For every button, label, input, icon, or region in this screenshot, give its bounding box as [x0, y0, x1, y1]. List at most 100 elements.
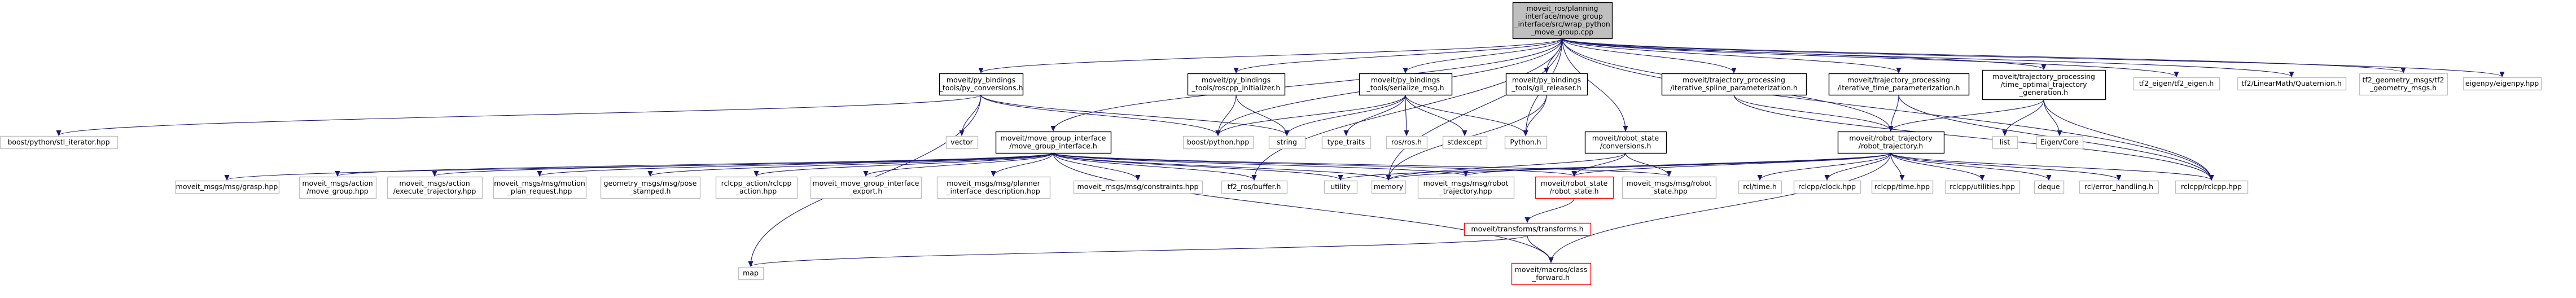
node-totg[interactable]: moveit/trajectory_processing/time_optima… [1982, 69, 2106, 100]
node-rt_msg[interactable]: moveit_msgs/msg/robot_trajectory.hpp [1417, 176, 1515, 199]
edge-robot_traj-to-rclcpp_clock [1827, 152, 1891, 180]
edge-root-to-rs_conv [1562, 38, 1626, 131]
edge-robot_traj-to-rclcpp_util [1890, 152, 1982, 180]
node-list[interactable]: list [1992, 135, 2018, 150]
edge-totg-to-eigen_core [2043, 99, 2060, 135]
node-label-act_mg-line-0: moveit_msgs/action [302, 179, 373, 187]
node-rclcpp_util[interactable]: rclcpp/utilities.hpp [1944, 180, 2021, 194]
node-stdexcept[interactable]: stdexcept [1442, 135, 1488, 150]
node-label-eigenpy-line-0: eigenpy/eigenpy.hpp [2465, 79, 2539, 87]
edge-root-to-itp [1562, 38, 1899, 73]
node-serialize_msg[interactable]: moveit/py_bindings_tools/serialize_msg.h [1359, 73, 1453, 96]
edge-totg-to-rclcpp_h [2043, 99, 2211, 180]
node-act_et[interactable]: moveit_msgs/action/execute_trajectory.hp… [387, 176, 483, 199]
node-tf2_geom[interactable]: tf2_geometry_msgs/tf2_geometry_msgs.h [2359, 73, 2448, 96]
node-eigenpy[interactable]: eigenpy/eigenpy.hpp [2463, 77, 2542, 91]
node-grasp[interactable]: moveit_msgs/msg/grasp.hpp [174, 180, 280, 194]
node-utility[interactable]: utility [1324, 180, 1358, 194]
node-tf2_buffer[interactable]: tf2_ros/buffer.h [1221, 180, 1288, 194]
node-label-rs_h-line-1: /robot_state.h [1549, 187, 1598, 195]
node-box-tf2_geom [2359, 73, 2448, 96]
node-rcl_err[interactable]: rcl/error_handling.h [2079, 180, 2159, 194]
node-vector[interactable]: vector [945, 135, 979, 150]
node-tf2_eigen[interactable]: tf2_eigen/tf2_eigen.h [2133, 77, 2220, 91]
edge-gil_release-to-python_h [1526, 94, 1547, 135]
node-root[interactable]: moveit_ros/planning_interface/move_group… [1512, 2, 1613, 40]
node-gil_release[interactable]: moveit/py_bindings_tools/gil_releaser.h [1505, 73, 1588, 96]
node-label-rclcpp_time-line-0: rclcpp/time.hpp [1874, 182, 1930, 191]
node-label-root-line-3: _move_group.cpp [1531, 28, 1593, 36]
node-rclcpp_clock[interactable]: rclcpp/clock.hpp [1793, 180, 1861, 194]
node-rcl_time[interactable]: rcl/time.h [1738, 180, 1782, 194]
node-label-itp-line-1: /iterative_time_parameterization.h [1838, 84, 1960, 92]
node-mgi_export[interactable]: moveit_move_group_interface_export.h [810, 176, 922, 199]
node-box-utility [1324, 180, 1358, 194]
node-box-rs_msg [1622, 176, 1717, 199]
node-rclcpp_act[interactable]: rclcpp_action/rclcpp_action.hpp [715, 176, 798, 199]
node-label-vector-line-0: vector [950, 138, 974, 146]
node-ros_h[interactable]: ros/ros.h [1386, 135, 1428, 150]
node-label-mpr-line-1: _plan_request.hpp [507, 187, 572, 195]
node-label-utility-line-0: utility [1330, 182, 1351, 191]
node-pid[interactable]: moveit_msgs/msg/planner_interface_descri… [936, 176, 1051, 199]
node-box-rt_msg [1417, 176, 1515, 199]
node-mgi[interactable]: moveit/move_group_interface/move_group_i… [995, 131, 1112, 154]
node-rclcpp_time[interactable]: rclcpp/time.hpp [1871, 180, 1934, 194]
node-tf2_lmq[interactable]: tf2/LinearMath/Quaternion.h [2237, 77, 2347, 91]
node-isp[interactable]: moveit/trajectory_processing/iterative_s… [1661, 73, 1807, 96]
node-label-robot_traj-line-0: moveit/robot_trajectory [1849, 134, 1933, 142]
node-label-class_fwd-line-0: moveit/macros/class [1515, 265, 1587, 274]
node-label-rs_h-line-0: moveit/robot_state [1541, 179, 1608, 187]
node-rs_h[interactable]: moveit/robot_state/robot_state.h [1535, 176, 1614, 199]
edge-mgi-to-tf2_buffer [1053, 152, 1254, 180]
node-class_fwd[interactable]: moveit/macros/class_forward.h [1511, 262, 1592, 286]
edge-robot_traj-to-rcl_err [1890, 152, 2119, 180]
node-py_conv[interactable]: moveit/py_bindings_tools/py_conversions.… [939, 73, 1024, 96]
edge-py_conv-to-stl_iter [59, 94, 982, 135]
node-robot_traj[interactable]: moveit/robot_trajectory/robot_trajectory… [1837, 131, 1945, 154]
node-type_traits[interactable]: type_traits [1321, 135, 1372, 150]
node-label-rs_conv-line-0: moveit/robot_state [1592, 134, 1659, 142]
edge-mgi-to-mpr [540, 152, 1054, 176]
node-rs_conv[interactable]: moveit/robot_state/conversions.h [1584, 131, 1667, 154]
node-string[interactable]: string [1268, 135, 1306, 150]
node-roscpp_init[interactable]: moveit/py_bindings_tools/roscpp_initiali… [1187, 73, 1286, 96]
node-python_h[interactable]: Python.h [1504, 135, 1548, 150]
node-box-rclcpp_time [1871, 180, 1934, 194]
node-rs_msg[interactable]: moveit_msgs/msg/robot_state.hpp [1622, 176, 1717, 199]
edge-totg-to-robot_traj [1891, 99, 2044, 131]
node-rclcpp_h[interactable]: rclcpp/rclcpp.hpp [2175, 180, 2249, 194]
edge-py_conv-to-boost_py [980, 94, 1218, 135]
node-box-itp [1828, 73, 1970, 96]
node-memory[interactable]: memory [1371, 180, 1407, 194]
node-box-rcl_err [2079, 180, 2159, 194]
node-boost_py[interactable]: boost/python.hpp [1182, 135, 1254, 150]
node-box-root [1512, 2, 1613, 40]
node-label-ros_h-line-0: ros/ros.h [1391, 138, 1422, 146]
node-box-py_conv [939, 73, 1024, 96]
node-box-grasp [174, 180, 280, 194]
edge-root-to-eigenpy [1562, 38, 2502, 77]
node-constraints[interactable]: moveit_msgs/msg/constraints.hpp [1073, 180, 1203, 194]
node-label-mgi_export-line-1: _export.h [849, 187, 883, 195]
node-mpr[interactable]: moveit_msgs/msg/motion_plan_request.hpp [493, 176, 587, 199]
edge-py_conv-to-vector [962, 94, 982, 135]
node-eigen_core[interactable]: Eigen/Core [2036, 135, 2084, 150]
node-stl_iter[interactable]: boost/python/stl_iterator.hpp [0, 135, 119, 150]
node-label-mgi-line-0: moveit/move_group_interface [1001, 134, 1106, 142]
node-label-eigen_core-line-0: Eigen/Core [2040, 138, 2079, 146]
node-act_mg[interactable]: moveit_msgs/action/move_group.hpp [299, 176, 377, 199]
node-label-tf2_eigen-line-0: tf2_eigen/tf2_eigen.h [2139, 79, 2214, 87]
node-label-rs_msg-line-1: _state.hpp [1650, 187, 1688, 195]
node-itp[interactable]: moveit/trajectory_processing/iterative_t… [1828, 73, 1970, 96]
nodes-layer: moveit_ros/planning_interface/move_group… [0, 2, 2542, 286]
edge-totg-to-list [2005, 99, 2044, 135]
node-box-python_h [1504, 135, 1548, 150]
edge-mgi-to-rs_msg [1053, 152, 1669, 176]
node-label-totg-line-0: moveit/trajectory_processing [1992, 72, 2095, 81]
node-pose_st[interactable]: geometry_msgs/msg/pose_stamped.h [600, 176, 701, 199]
node-map[interactable]: map [738, 266, 764, 281]
node-deque[interactable]: deque [2034, 180, 2065, 194]
node-label-rt_msg-line-1: _trajectory.hpp [1439, 187, 1492, 195]
node-transforms[interactable]: moveit/transforms/transforms.h [1464, 222, 1592, 236]
